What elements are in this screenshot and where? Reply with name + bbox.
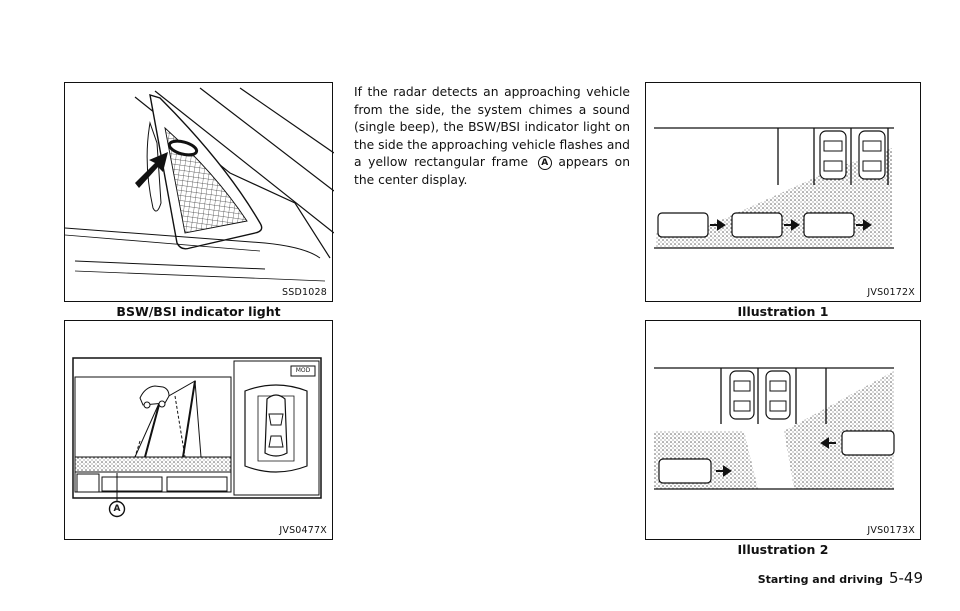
figure-caption: Illustration 2: [737, 542, 829, 557]
page-number: 5-49: [888, 569, 923, 587]
paragraph-text-end: appears on the center display.: [354, 155, 630, 187]
body-paragraph: If the radar detects an approaching vehi…: [354, 84, 630, 190]
figure-center-display: MOD A JVS0477X: [64, 320, 333, 540]
arrow-icon: [135, 152, 168, 188]
figure-illustration-2: JVS0173X: [645, 320, 921, 540]
bsw-indicator-illustration: [65, 87, 334, 282]
section-title: Starting and driving: [757, 573, 883, 586]
parking-illustration-1: [654, 127, 894, 249]
paragraph-text: If the radar detects an approaching vehi…: [354, 85, 630, 170]
figure-caption: BSW/BSI indicator light: [116, 304, 281, 319]
figure-caption: Illustration 1: [737, 304, 829, 319]
page-footer: Starting and driving 5-49: [758, 568, 923, 587]
figure-code: SSD1028: [282, 287, 327, 298]
callout-a-badge: A: [537, 156, 552, 171]
figure-code: JVS0172X: [867, 287, 915, 298]
callout-a-label: A: [113, 504, 121, 514]
parking-illustration-2: [654, 367, 895, 490]
center-display-illustration: [72, 357, 322, 518]
figure-code: JVS0477X: [279, 525, 327, 536]
figure-bsw-indicator: SSD1028: [64, 82, 334, 302]
figure-code: JVS0173X: [867, 525, 915, 536]
mod-label: MOD: [295, 367, 311, 374]
figure-illustration-1: JVS0172X: [645, 82, 921, 302]
